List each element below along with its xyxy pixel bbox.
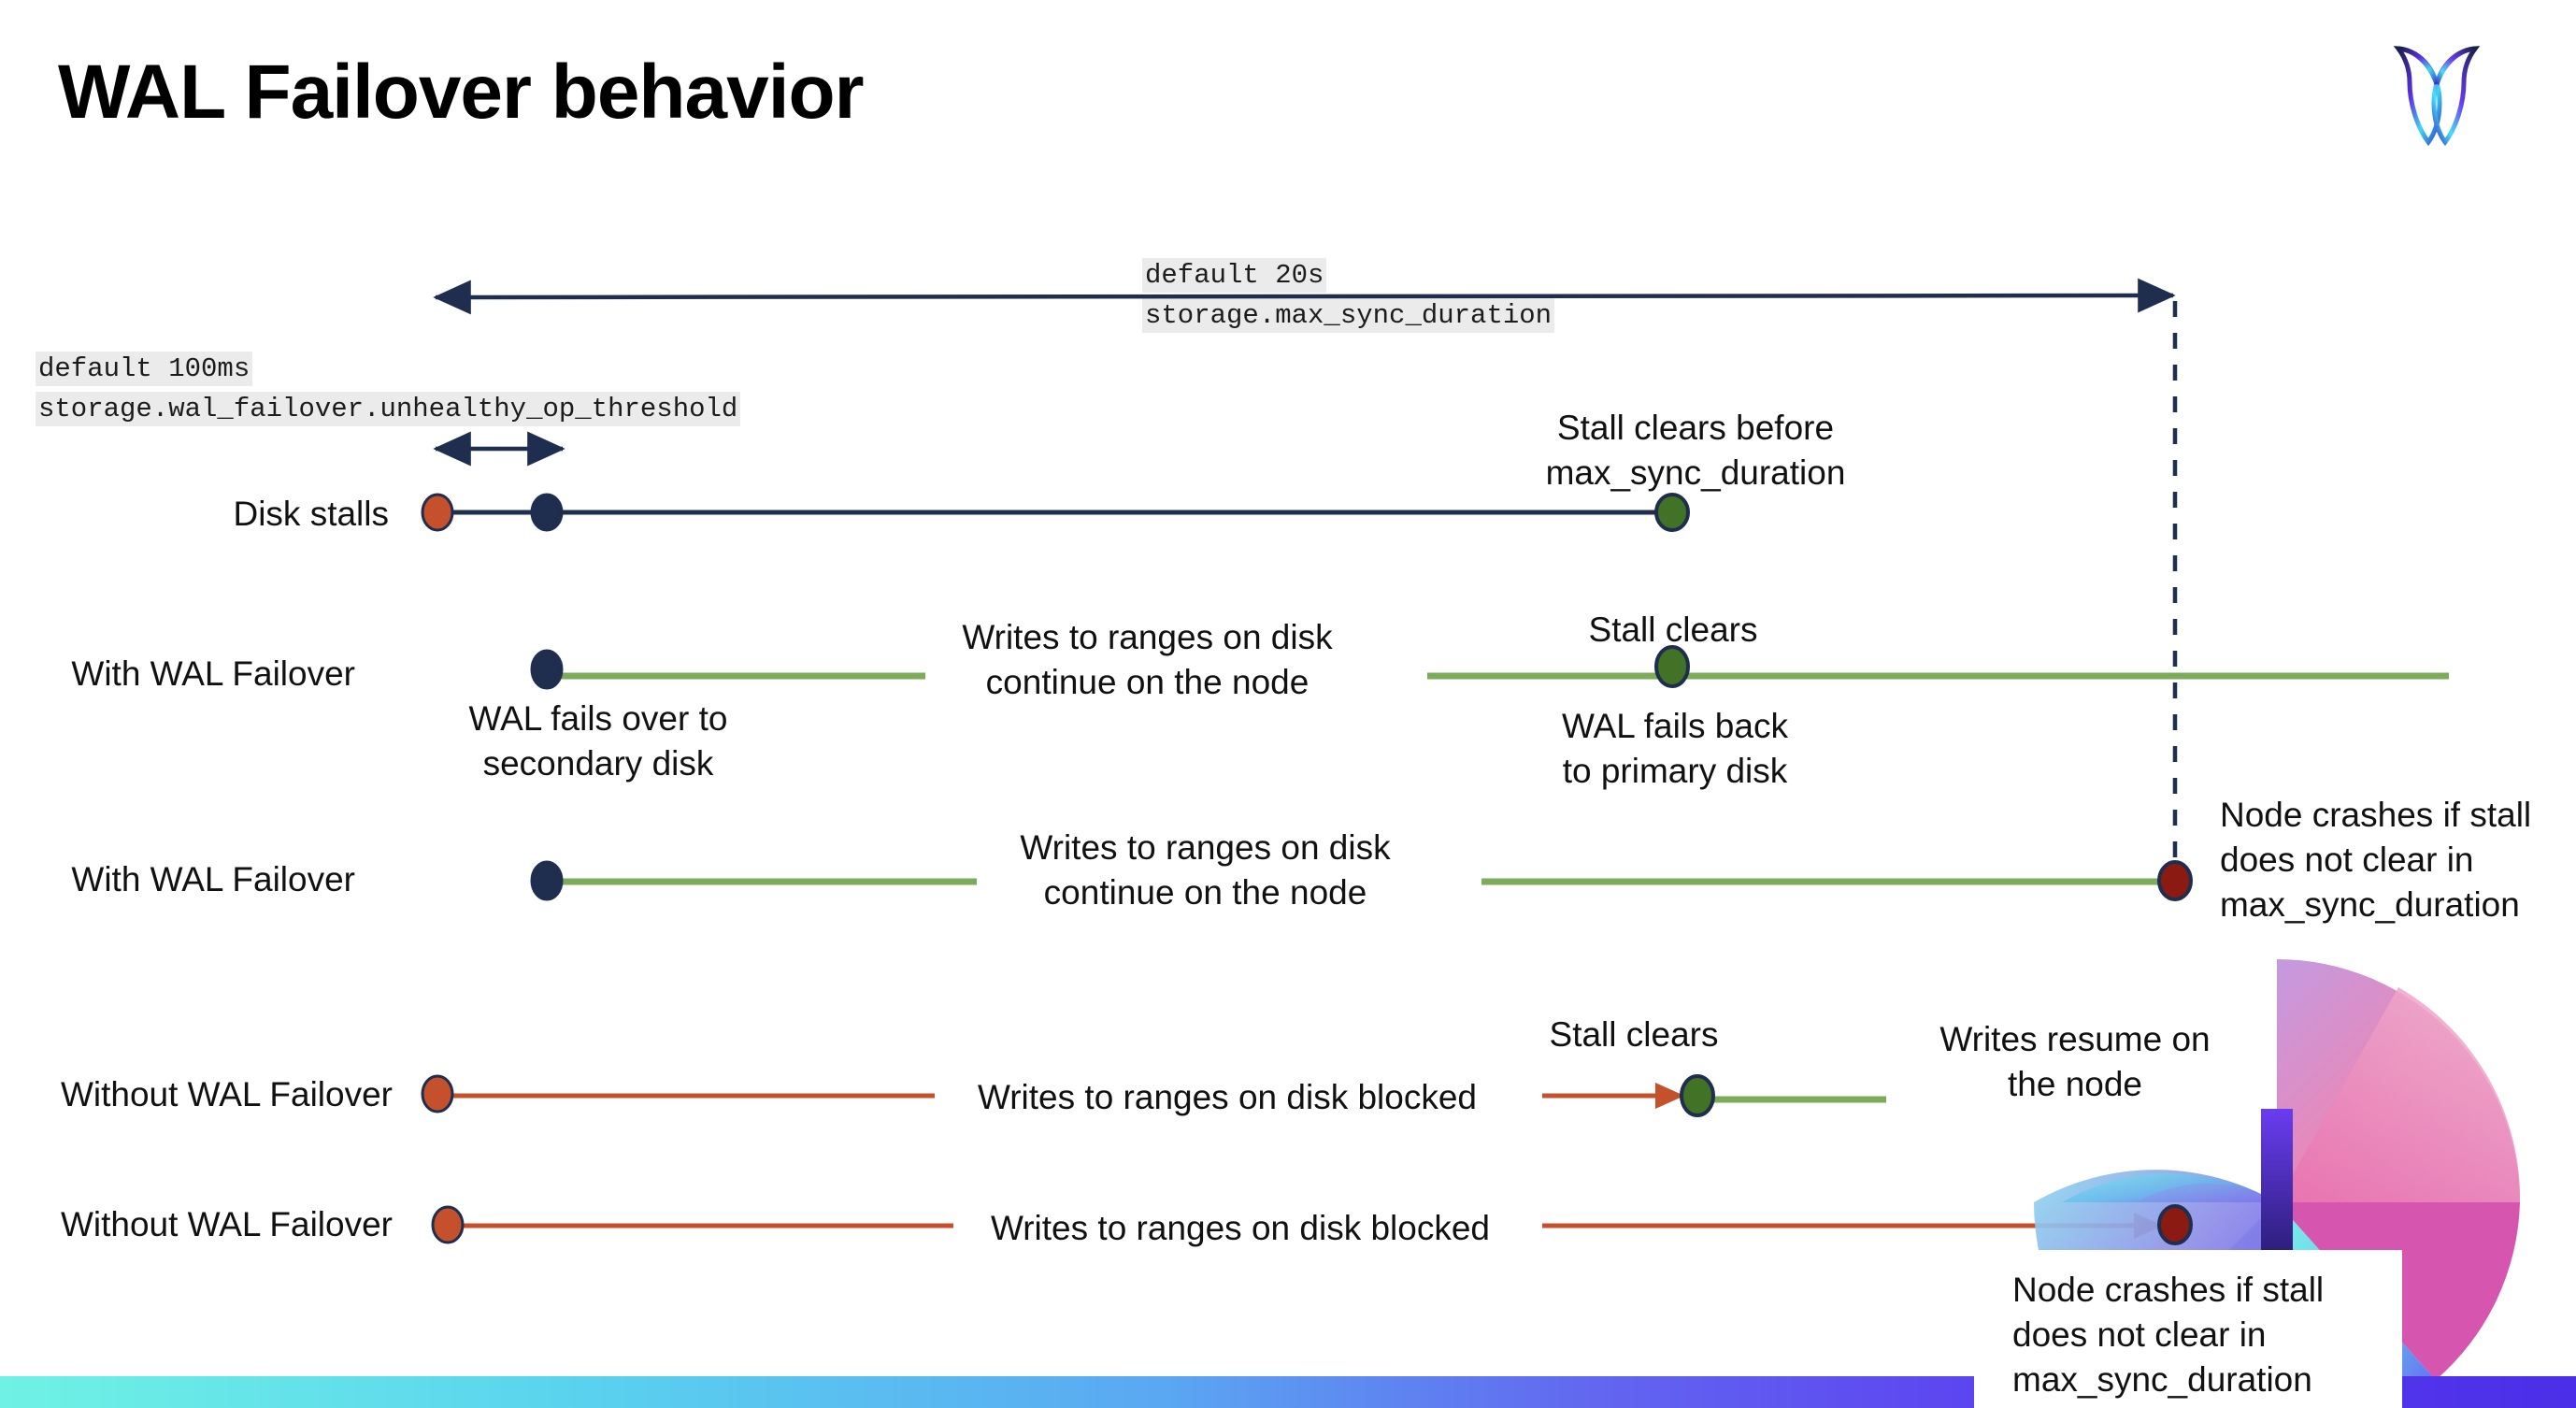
timeline-row-with-failover-recovers — [530, 645, 2449, 690]
cockroachdb-logo-icon — [2385, 30, 2488, 151]
annotation-writes-blocked-1: Writes to ranges on disk blocked — [977, 1078, 1478, 1116]
marker-stall-clears — [1680, 1074, 1715, 1117]
setting-name: storage.max_sync_duration — [1142, 298, 1555, 333]
marker-node-crashes — [2157, 860, 2193, 901]
marker-stall-begins — [421, 1074, 454, 1113]
marker-wal-fails-over — [530, 649, 564, 690]
annotation-wal-fails-back: WAL fails back to primary disk — [1562, 707, 1788, 790]
marker-wal-fails-back — [1654, 645, 1690, 688]
setting-default-value: default 20s — [1142, 258, 1327, 293]
setting-name: storage.wal_failover.unhealthy_op_thresh… — [36, 392, 741, 426]
setting-default-value: default 100ms — [36, 352, 253, 386]
annotation-node-crashes-1: Node crashes if stall does not clear in … — [2220, 796, 2532, 924]
annotation-writes-continue-2: Writes to ranges on disk continue on the… — [1020, 828, 1391, 912]
row-label-disk-stalls: Disk stalls — [233, 495, 389, 533]
row-label-without-failover-1: Without WAL Failover — [60, 1075, 393, 1113]
annotation-stall-clears-before-max-sync: Stall clears before max_sync_duration — [1545, 409, 1846, 492]
annotation-node-crashes-2: Node crashes if stall does not clear in … — [2012, 1271, 2325, 1399]
marker-wal-fails-over — [530, 860, 564, 901]
marker-stall-clears — [1654, 493, 1690, 532]
setting-label-max-sync-duration: default 20s storage.max_sync_duration — [1142, 255, 1555, 336]
annotation-writes-resume: Writes resume on the node — [1939, 1020, 2211, 1103]
marker-unhealthy-threshold — [530, 493, 564, 532]
annotation-stall-clears-1: Stall clears — [1588, 611, 1758, 649]
marker-stall-begins — [421, 493, 454, 532]
setting-label-unhealthy-op-threshold: default 100ms storage.wal_failover.unhea… — [36, 349, 741, 429]
marker-stall-begins — [431, 1205, 465, 1244]
timeline-row-disk-stalls — [421, 493, 1690, 532]
page-title: WAL Failover behavior — [58, 50, 865, 135]
row-label-with-failover-2: With WAL Failover — [71, 860, 355, 898]
annotation-writes-blocked-2: Writes to ranges on disk blocked — [990, 1209, 1491, 1247]
row-label-without-failover-2: Without WAL Failover — [60, 1205, 393, 1243]
callout-background — [1974, 1250, 2402, 1408]
row-label-with-failover-1: With WAL Failover — [71, 654, 355, 693]
annotation-wal-fails-over: WAL fails over to secondary disk — [468, 699, 728, 783]
annotation-writes-continue-1: Writes to ranges on disk continue on the… — [962, 618, 1333, 701]
annotation-stall-clears-2: Stall clears — [1549, 1015, 1719, 1054]
